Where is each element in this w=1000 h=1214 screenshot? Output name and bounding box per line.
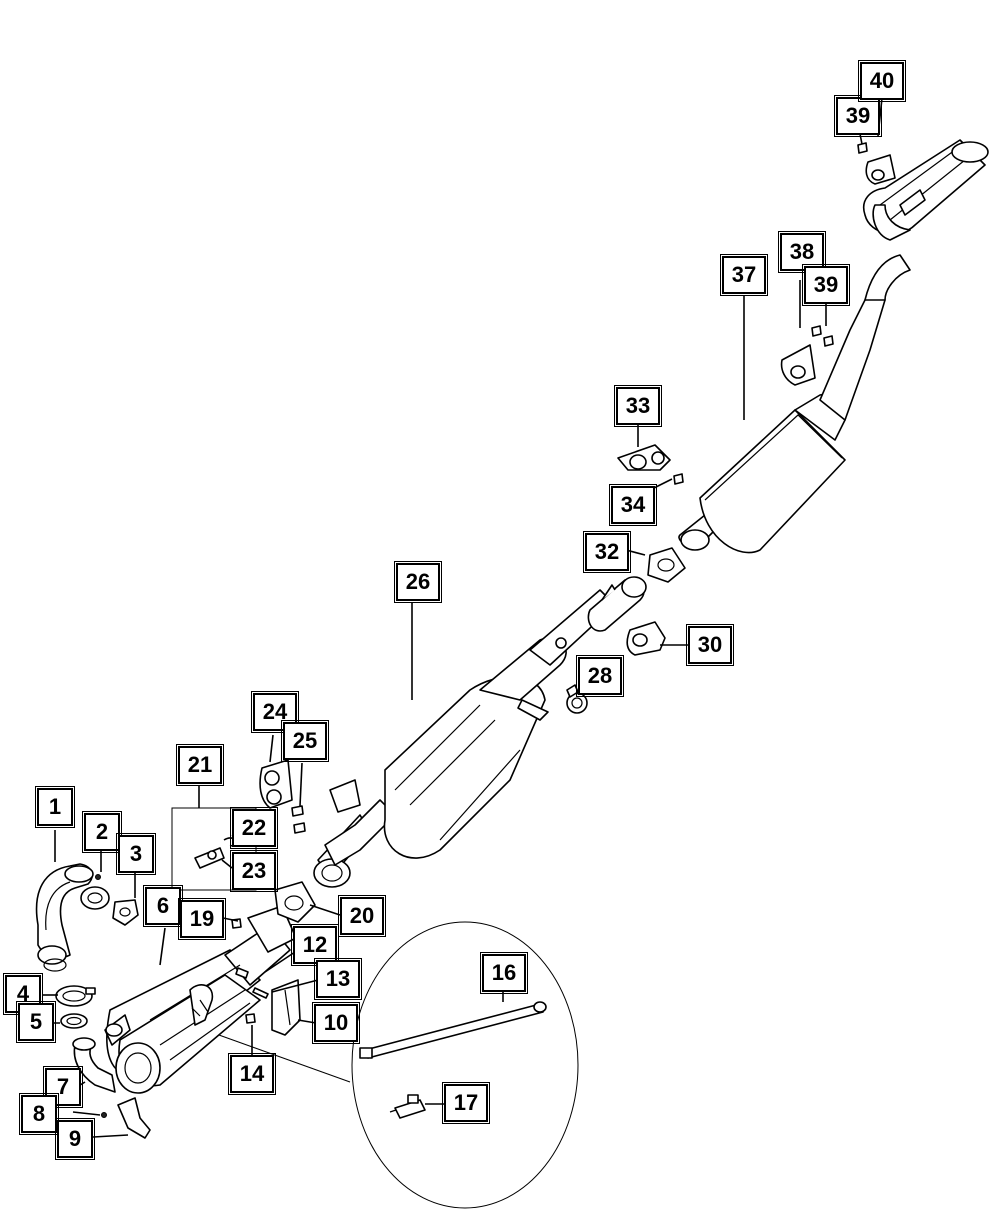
- callout-6[interactable]: 6: [143, 885, 183, 927]
- callout-9[interactable]: 9: [55, 1118, 95, 1160]
- part-4-clamp: [55, 985, 96, 1007]
- callout-13[interactable]: 13: [314, 958, 362, 1000]
- callout-39-b[interactable]: 39: [834, 95, 882, 137]
- callout-16[interactable]: 16: [480, 952, 528, 994]
- part-34-bolt: [673, 473, 684, 485]
- callout-32[interactable]: 32: [583, 531, 631, 573]
- callout-2[interactable]: 2: [82, 811, 122, 853]
- callout-38[interactable]: 38: [778, 231, 826, 273]
- callout-3[interactable]: 3: [116, 833, 156, 875]
- inset-leader-line: [204, 1029, 351, 1083]
- callout-39-a[interactable]: 39: [802, 264, 850, 306]
- part-13-bolt: [252, 987, 269, 999]
- callout-10[interactable]: 10: [312, 1002, 360, 1044]
- part-39-bolt-b: [857, 142, 868, 154]
- part-1-downpipe-elbow: [35, 863, 94, 972]
- part-24-isolator: [259, 759, 293, 809]
- part-16-tube: [359, 1001, 547, 1059]
- callout-14[interactable]: 14: [228, 1053, 276, 1095]
- part-10-bracket: [271, 979, 301, 1036]
- part-21-sensor-bracket: [171, 807, 257, 891]
- part-38-hanger: [780, 344, 816, 386]
- callout-34[interactable]: 34: [609, 484, 657, 526]
- part-14-nut: [245, 1013, 256, 1024]
- part-19-nut: [231, 918, 242, 929]
- part-25-bolt: [291, 805, 304, 817]
- part-2-flange: [80, 886, 110, 910]
- part-tailpipe-resonator: [863, 139, 989, 241]
- callout-33[interactable]: 33: [614, 385, 662, 427]
- callout-1[interactable]: 1: [35, 786, 75, 828]
- part-8-nut: [101, 1112, 107, 1118]
- part-20-gasket: [274, 881, 316, 923]
- callout-30[interactable]: 30: [686, 624, 734, 666]
- callout-23[interactable]: 23: [230, 850, 278, 892]
- part-33-hanger: [617, 444, 671, 471]
- callout-22[interactable]: 22: [230, 807, 278, 849]
- part-7-inlet-pipe: [72, 1037, 116, 1093]
- part-2-nut: [95, 874, 101, 880]
- callout-28[interactable]: 28: [576, 655, 624, 697]
- detail-inset-circle: [351, 921, 579, 1209]
- callout-12[interactable]: 12: [291, 924, 339, 966]
- part-37-muffler: [678, 254, 911, 554]
- callout-21[interactable]: 21: [176, 744, 224, 786]
- part-22-sensor: [194, 847, 225, 869]
- callout-5[interactable]: 5: [16, 1001, 56, 1043]
- callout-26[interactable]: 26: [394, 561, 442, 603]
- leader-lines: [43, 97, 883, 1139]
- part-17-sensor: [389, 1094, 426, 1119]
- part-30-isolator: [626, 621, 666, 656]
- part-12-stud: [235, 967, 249, 979]
- callout-24[interactable]: 24: [251, 691, 299, 733]
- callout-37[interactable]: 37: [720, 254, 768, 296]
- callout-19[interactable]: 19: [178, 898, 226, 940]
- callout-20[interactable]: 20: [338, 895, 386, 937]
- part-40-isolator: [865, 154, 896, 185]
- part-5-gasket: [60, 1013, 88, 1029]
- callout-17[interactable]: 17: [442, 1082, 490, 1124]
- part-3-gasket: [112, 899, 139, 926]
- part-9-bracket: [117, 1097, 151, 1139]
- part-26-catalytic-converter: [313, 589, 616, 888]
- callout-8[interactable]: 8: [19, 1093, 59, 1135]
- part-28-sensor: [566, 684, 588, 714]
- callout-25[interactable]: 25: [281, 720, 329, 762]
- callout-40[interactable]: 40: [858, 60, 906, 102]
- part-39-bolt-a: [811, 325, 822, 337]
- part-32-flex-section: [587, 547, 686, 632]
